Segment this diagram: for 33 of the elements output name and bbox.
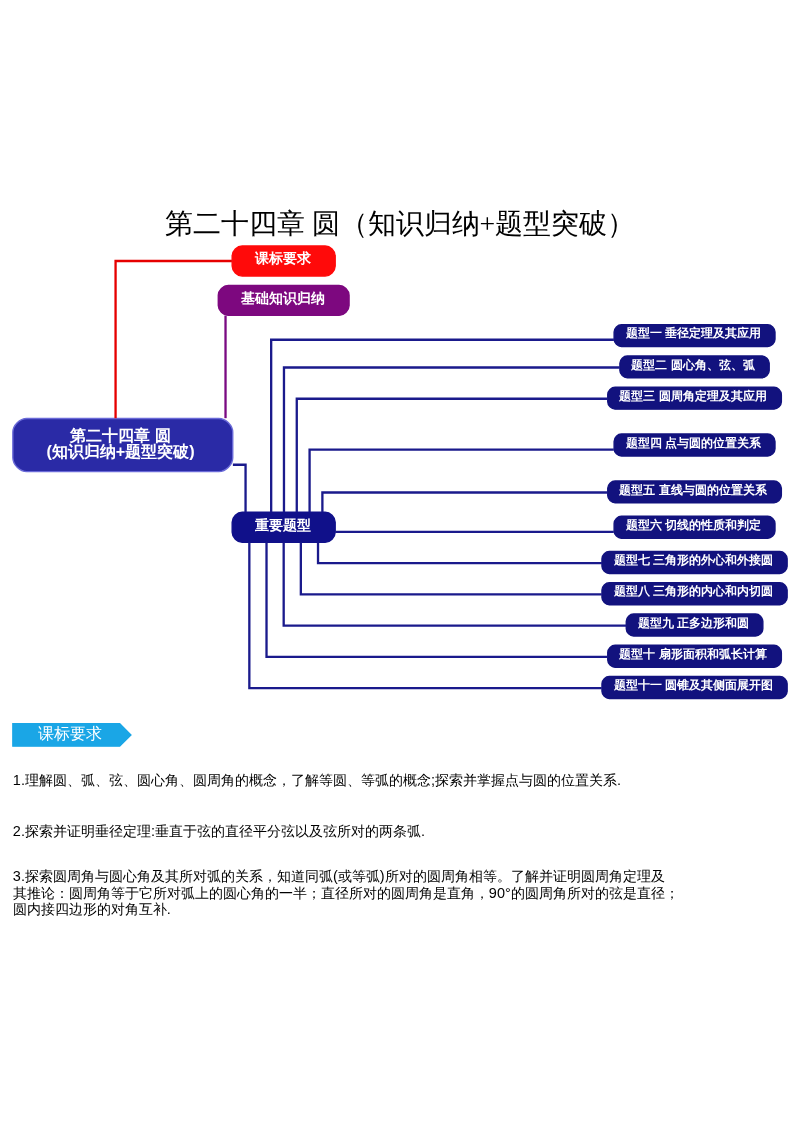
node-box: 题型四 点与圆的位置关系 [613, 433, 776, 457]
node-box: 题型五 直线与圆的位置关系 [607, 480, 783, 504]
label: 1.理解圆、弧、弦、圆心角、圆周角的概念，了解等圆、等弧的概念;探索并掌握点与圆的位置关系. [12, 772, 621, 789]
connector [335, 530, 614, 533]
diagram-title: 第二十四章 圆（知识归纳+题型突破） [164, 208, 636, 240]
connector [114, 259, 232, 419]
node-box: 题型八 三角形的内心和内切圆 [601, 582, 788, 606]
node-box: 题型十一 圆锥及其侧面展开图 [601, 675, 788, 700]
node-box: 题型三 圆周角定理及其应用 [607, 386, 783, 410]
node-box: 题型六 切线的性质和判定 [613, 515, 776, 539]
connector [321, 491, 608, 512]
node-box: 题型九 正多边形和圆 [625, 613, 764, 637]
node-box: 题型七 三角形的外心和外接圆 [601, 550, 788, 575]
connector [270, 338, 614, 512]
connector [299, 542, 602, 596]
node-box: 基础知识归纳 [217, 284, 350, 317]
connector [316, 542, 602, 565]
connector [232, 463, 247, 513]
connector [308, 448, 614, 512]
label: 2.探索并证明垂径定理:垂直于弦的直径平分弦以及弦所对的两条弧. [12, 823, 425, 840]
node-box: 重要题型 [231, 511, 336, 543]
connector [282, 366, 620, 512]
connector [295, 397, 608, 512]
connector [224, 315, 227, 419]
connector [248, 542, 602, 690]
node-box: 第二十四章 圆(知识归纳+题型突破) [12, 417, 234, 473]
connector [265, 542, 608, 658]
connector [282, 542, 627, 627]
node-box: 课标要求 [231, 245, 336, 277]
node-box: 题型一 垂径定理及其应用 [613, 324, 776, 348]
label: 3.探索圆周角与圆心角及其所对弧的关系，知道同弧(或等弧)所对的圆周角相等。了解并证明圆周角定理及其推论：圆周角等于它所对弧上的圆心角的一半；直径所对的圆周角是直角，90°的圆周角所对的弦是直径；圆内接四边形的对角互补. [12, 868, 679, 917]
node-box: 题型二 圆心角、弦、弧 [619, 355, 770, 379]
node-box: 题型十 扇形面积和弧长计算 [607, 644, 783, 668]
